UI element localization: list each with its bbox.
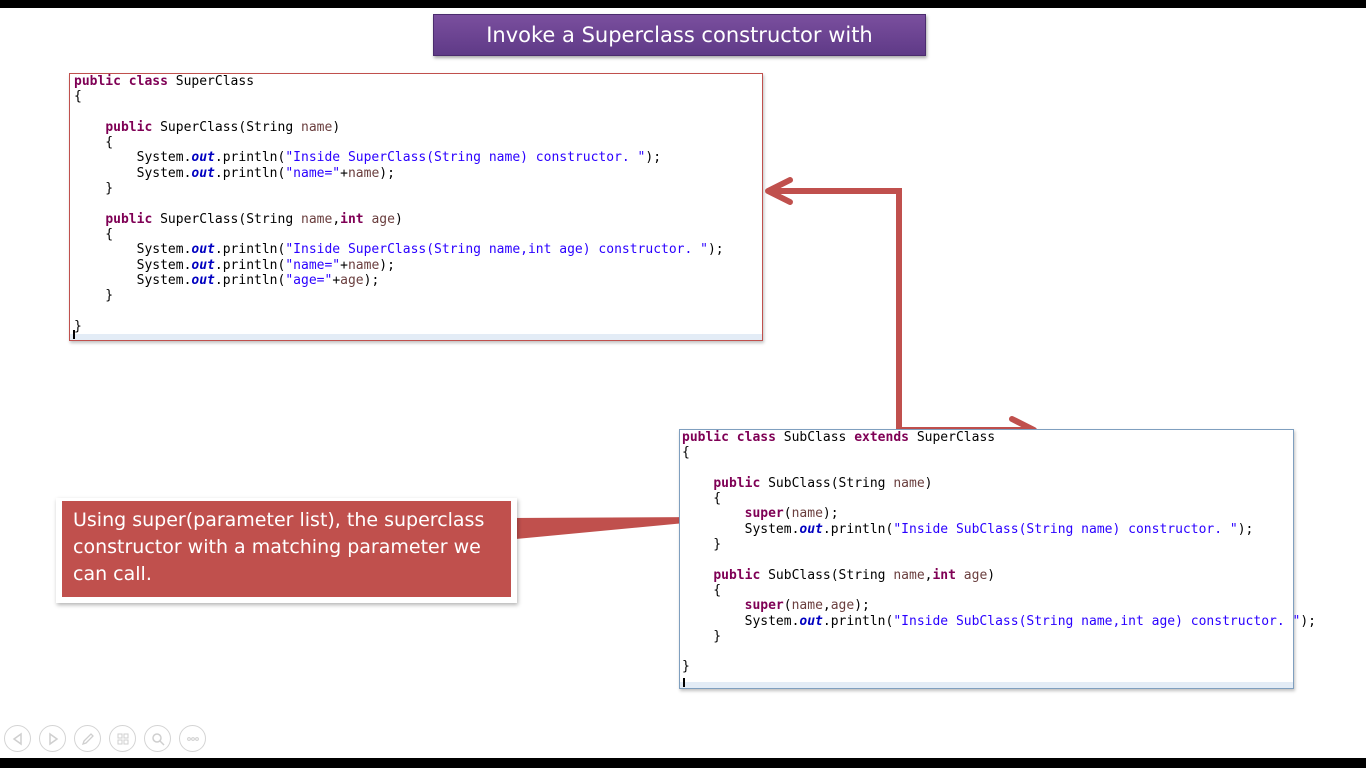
- more-options-button[interactable]: [179, 725, 206, 752]
- code-line: {: [74, 226, 114, 242]
- code-line: System.out.println("name="+name);: [74, 165, 395, 181]
- pen-icon: [81, 732, 94, 745]
- code-line: }: [74, 318, 82, 334]
- previous-slide-button[interactable]: [4, 725, 31, 752]
- code-line: public SubClass(String name): [713, 475, 933, 491]
- see-all-slides-button[interactable]: [109, 725, 136, 752]
- code-line: {: [682, 491, 722, 507]
- code-line: public class SuperClass: [74, 74, 255, 89]
- code-line: public class SubClass extends SuperClass: [682, 430, 996, 445]
- text-caret: [73, 330, 75, 339]
- slide: Invoke a Superclass constructor with par…: [0, 8, 1366, 758]
- code-line: }: [682, 628, 722, 644]
- code-line: {: [682, 582, 722, 598]
- code-line: {: [74, 89, 82, 105]
- code-line: System.out.println("Inside SubClass(Stri…: [682, 521, 1254, 537]
- code-line: public SubClass(String name,int age): [713, 567, 996, 583]
- code-line: super(name,age);: [744, 598, 870, 614]
- code-line: }: [74, 288, 114, 304]
- next-slide-icon: [48, 732, 58, 745]
- superclass-code-panel: public class SuperClass { public SuperCl…: [69, 73, 763, 341]
- more-options-icon: [186, 736, 199, 741]
- next-slide-button[interactable]: [39, 725, 66, 752]
- zoom-icon: [151, 732, 165, 746]
- subclass-code: public class SubClass extends SuperClass…: [682, 430, 1316, 675]
- callout-text: Using super(parameter list), the supercl…: [62, 501, 511, 597]
- previous-slide-icon: [12, 732, 22, 745]
- code-line: public SuperClass(String name,int age): [105, 211, 403, 227]
- slideshow-controls: [4, 725, 206, 755]
- panel-bottom-bar: [680, 682, 1293, 688]
- code-line: System.out.println("Inside SubClass(Stri…: [682, 613, 1316, 629]
- code-line: System.out.println("Inside SuperClass(St…: [74, 242, 724, 258]
- slides-grid-icon: [117, 733, 128, 744]
- zoom-button[interactable]: [144, 725, 171, 752]
- code-line: public SuperClass(String name): [105, 119, 341, 135]
- callout: Using super(parameter list), the supercl…: [56, 498, 517, 603]
- panel-bottom-bar: [70, 334, 762, 340]
- code-line: }: [74, 181, 114, 197]
- code-line: {: [74, 135, 114, 151]
- code-line: System.out.println("Inside SuperClass(St…: [74, 150, 662, 166]
- superclass-code: public class SuperClass { public SuperCl…: [74, 74, 724, 334]
- code-line: System.out.println("age="+age);: [74, 272, 380, 288]
- code-line: System.out.println("name="+name);: [74, 257, 395, 273]
- text-caret: [683, 678, 685, 687]
- code-line: }: [682, 537, 722, 553]
- subclass-code-panel: public class SubClass extends SuperClass…: [679, 429, 1316, 689]
- code-line: super(name);: [744, 506, 839, 522]
- code-line: }: [682, 659, 690, 675]
- code-line: {: [682, 445, 690, 461]
- pen-button[interactable]: [74, 725, 101, 752]
